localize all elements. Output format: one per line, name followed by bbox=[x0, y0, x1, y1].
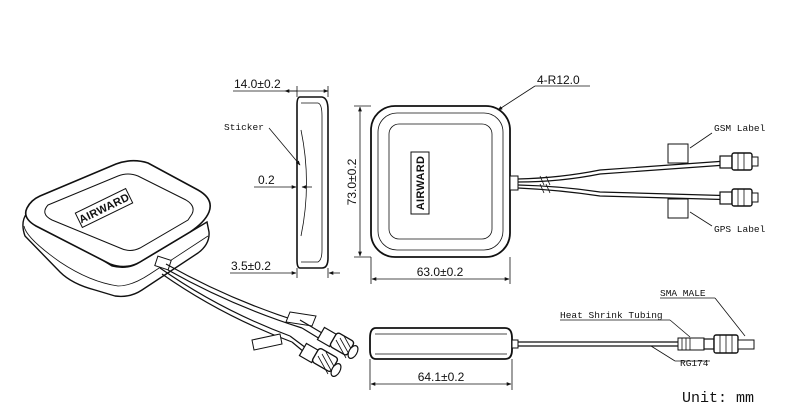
dim-sticker-thickness: 0.2 bbox=[258, 173, 275, 187]
bottom-cable bbox=[518, 341, 700, 347]
sma-connector-bottom bbox=[703, 334, 755, 354]
dim-edge-height: 3.5±0.2 bbox=[231, 259, 271, 273]
cable-label-2 bbox=[251, 333, 283, 351]
cable-1b bbox=[167, 269, 303, 329]
sma-connector-3d-1 bbox=[299, 319, 359, 359]
unit-label: Unit: mm bbox=[682, 390, 754, 407]
sma-connector-gps bbox=[719, 188, 759, 207]
top-cable-gsm bbox=[517, 159, 741, 180]
top-cable-gps bbox=[517, 184, 741, 197]
brand-logo-top: AIRWARD bbox=[415, 156, 427, 210]
sma-connector-gsm bbox=[719, 152, 759, 171]
side-profile-view: 14.0±0.2 Sticker 0.2 3.5±0.2 bbox=[224, 77, 340, 278]
bottom-view-outline bbox=[369, 327, 513, 360]
top-view-inner-outline bbox=[377, 112, 504, 251]
sticker-label: Sticker bbox=[224, 122, 264, 133]
dim-corner-radius: 4-R12.0 bbox=[537, 73, 580, 87]
sticker-outline bbox=[44, 173, 194, 251]
antenna-top-face bbox=[24, 159, 211, 268]
gps-label-flag bbox=[667, 198, 689, 219]
cable-exit bbox=[154, 255, 172, 271]
sticker-curve bbox=[300, 129, 307, 237]
logo-box-3d bbox=[74, 187, 134, 229]
dim-thickness: 14.0±0.2 bbox=[234, 77, 281, 91]
gsm-label-flag bbox=[667, 143, 689, 164]
cable-type-label: RG174 bbox=[680, 358, 709, 369]
logo-box-top bbox=[410, 151, 430, 215]
top-view-outline bbox=[370, 105, 511, 258]
dim-bottom-length: 64.1±0.2 bbox=[418, 370, 465, 384]
cable-2 bbox=[159, 267, 291, 337]
top-view-sticker bbox=[388, 123, 493, 240]
bottom-cable-exit bbox=[511, 339, 519, 349]
gps-label-text: GPS Label bbox=[714, 224, 766, 235]
cable-label-1 bbox=[285, 311, 317, 327]
top-cable-exit bbox=[509, 175, 519, 191]
bottom-side-view: SMA MALE Heat Shrink Tubing RG174 64.1±0… bbox=[369, 288, 755, 390]
top-view: AIRWARD 4-R12.0 73.0±0.2 63.0±0.2 GSM La… bbox=[345, 73, 766, 284]
heat-shrink-label: Heat Shrink Tubing bbox=[560, 310, 663, 321]
body-bevel-line bbox=[23, 225, 209, 287]
cable-1 bbox=[165, 263, 301, 323]
dim-width: 63.0±0.2 bbox=[417, 265, 464, 279]
perspective-view: AIRWARD bbox=[22, 159, 359, 377]
side-profile-inner bbox=[301, 102, 323, 263]
sma-connector-3d-2 bbox=[289, 335, 342, 377]
gsm-label-text: GSM Label bbox=[714, 123, 766, 134]
sma-male-label: SMA MALE bbox=[660, 288, 706, 299]
dim-height: 73.0±0.2 bbox=[345, 158, 359, 205]
side-profile-outline bbox=[296, 96, 329, 269]
